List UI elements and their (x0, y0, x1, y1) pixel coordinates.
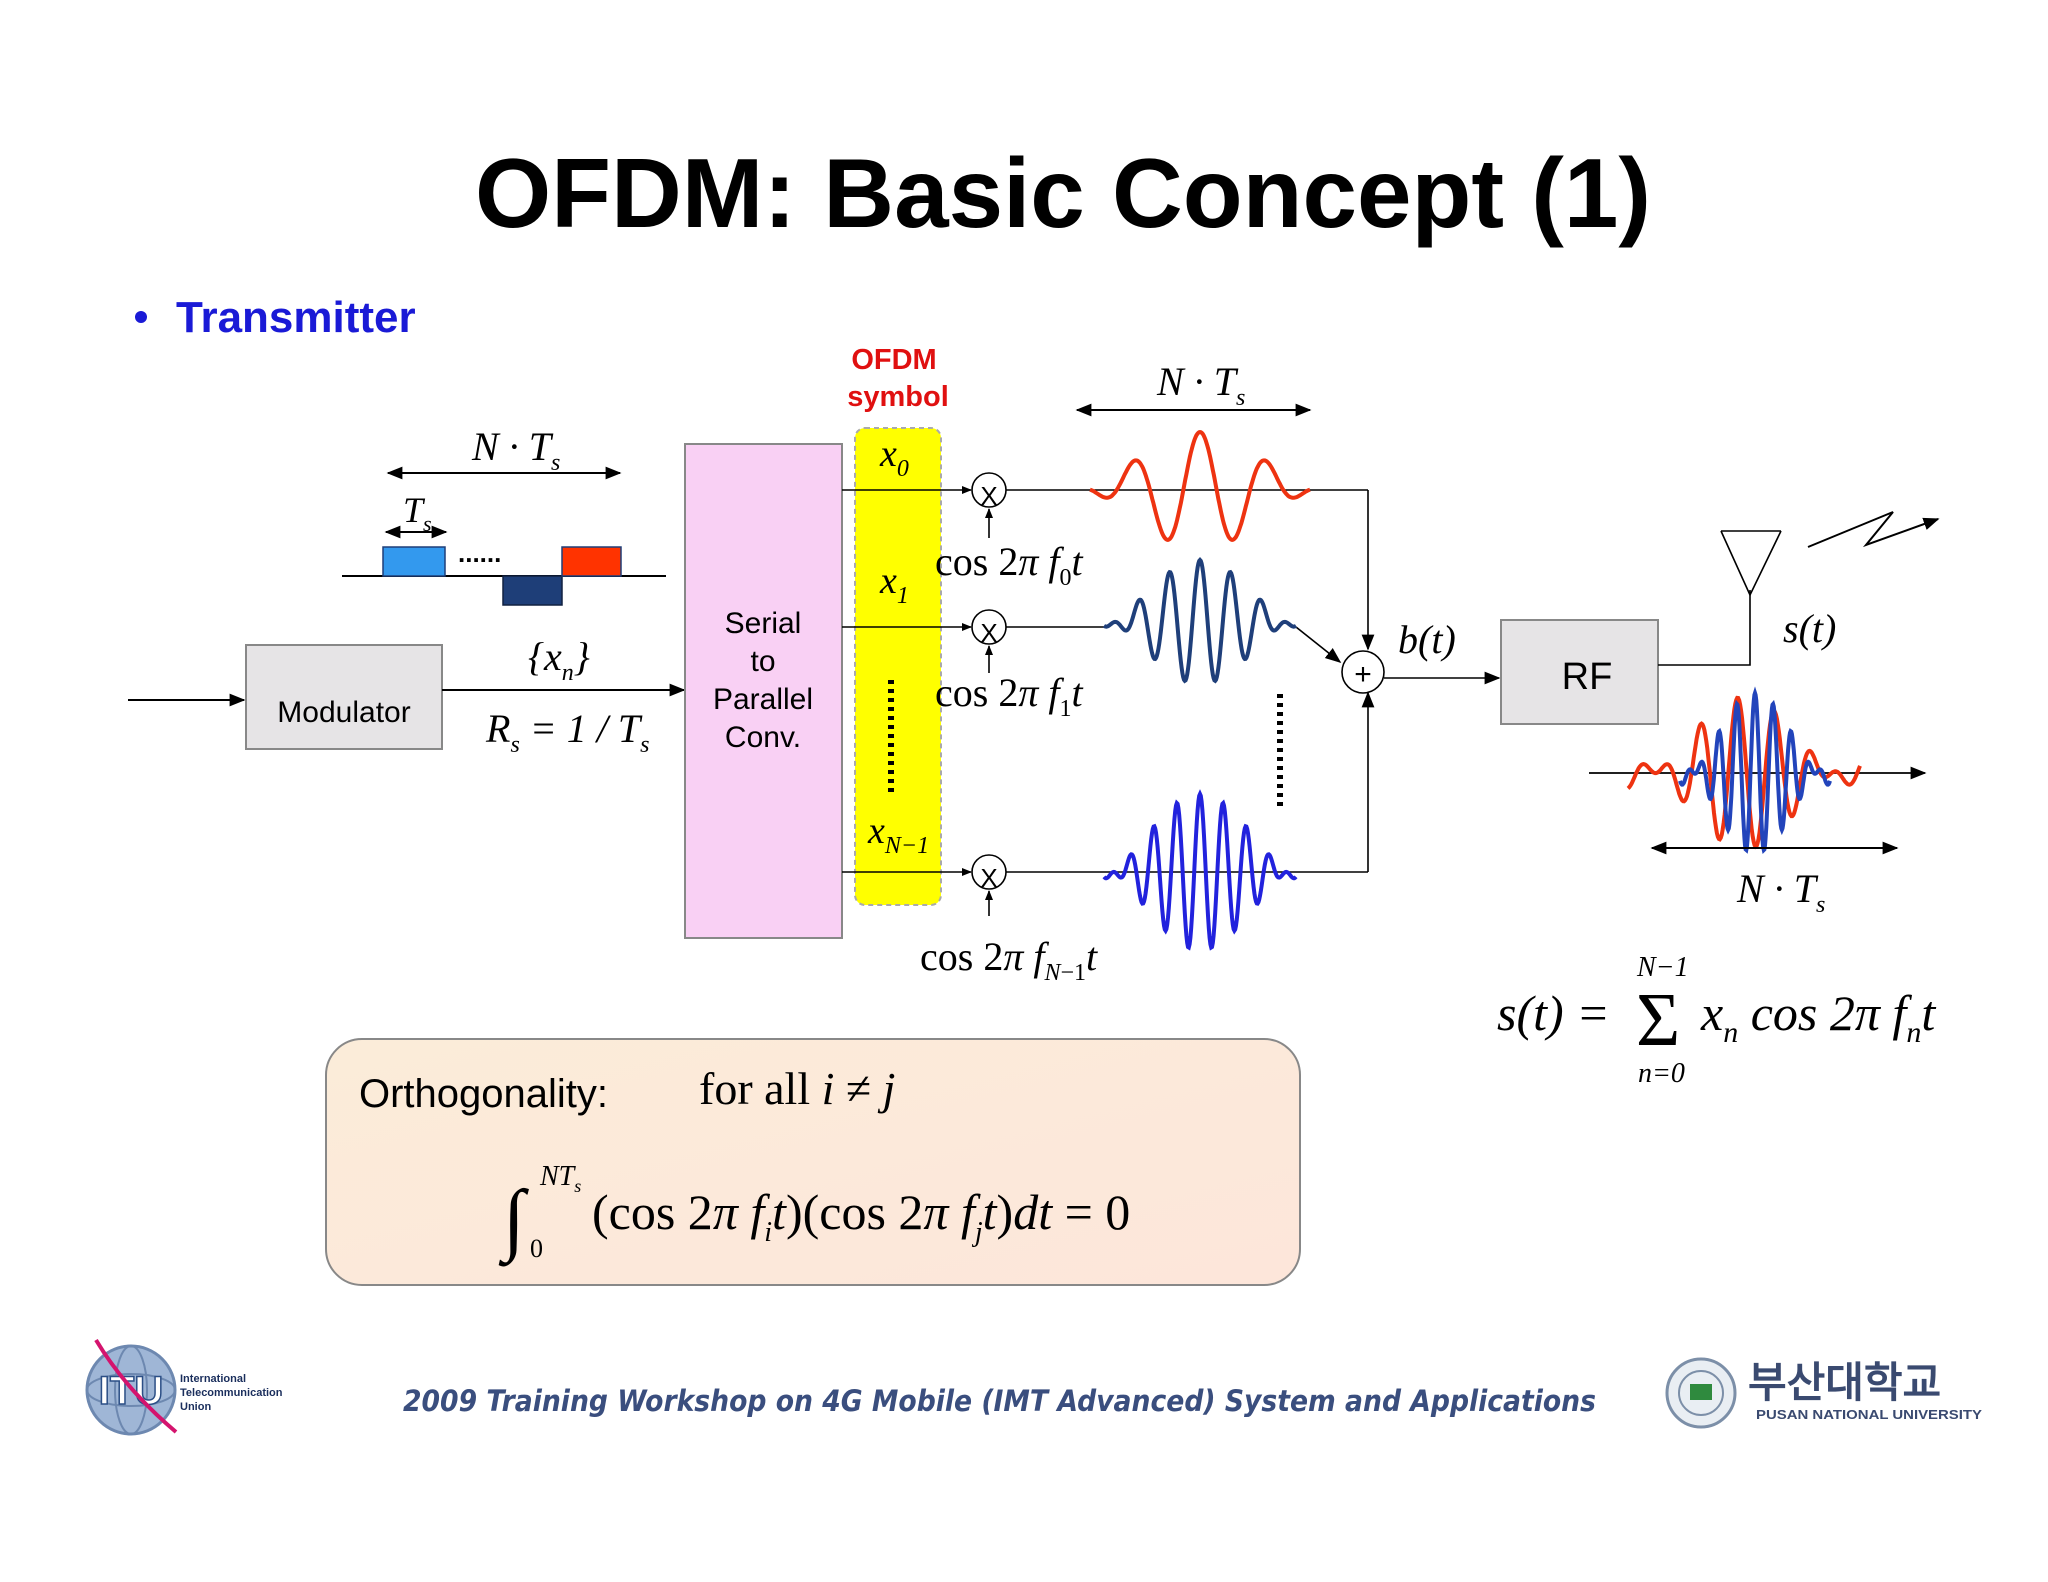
mixer-N-1: X (971, 854, 1007, 916)
symbol-block-navy (502, 575, 563, 606)
branch1-to-adder (1295, 626, 1342, 663)
ofdm-symbol-label-1: OFDM (851, 344, 936, 376)
input-sequence-label: {xn} (528, 634, 590, 686)
subcarrier-duration-indicator: N · Ts (1075, 359, 1312, 417)
svg-text:NTs: NTs (539, 1161, 581, 1196)
symbol-sequence: ...... (342, 538, 666, 606)
sp-label-1: Serial (725, 607, 802, 640)
modulator-block (245, 644, 443, 750)
sp-label-4: Conv. (725, 721, 801, 754)
pnu-english-name: PUSAN NATIONAL UNIVERSITY (1756, 1407, 1982, 1422)
svg-text:Telecommunication: Telecommunication (180, 1387, 283, 1399)
svg-text:N · Ts: N · Ts (1156, 359, 1245, 411)
rf-label: RF (1562, 656, 1613, 698)
svg-text:∫: ∫ (498, 1175, 530, 1267)
svg-text:N · Ts: N · Ts (1736, 866, 1825, 918)
radio-wave-icon (1807, 511, 1940, 548)
symbol-block-red (561, 546, 622, 577)
svg-text:International: International (180, 1373, 246, 1385)
svg-text:+: + (1354, 658, 1372, 691)
svg-text:Σ: Σ (1636, 978, 1680, 1062)
carrier-f0: cos 2π f0t (935, 539, 1083, 591)
svg-text:X: X (980, 618, 997, 648)
orthogonality-condition: for all i ≠ j (699, 1063, 895, 1114)
itu-logo: ITU International Telecommunication Unio… (85, 1338, 283, 1436)
baseband-label: b(t) (1398, 617, 1456, 662)
ofdm-symbol-strip (854, 427, 942, 906)
subcarrier-input-x0: x0 (879, 433, 909, 482)
subcarrier-wave-N-1 (1102, 789, 1298, 951)
sum-equation: s(t) = Σ N−1 n=0 xn cos 2π fnt (1497, 952, 1936, 1089)
svg-text:X: X (980, 863, 997, 893)
pnu-logo: 부산대학교 PUSAN NATIONAL UNIVERSITY (1665, 1357, 1982, 1429)
block-duration-indicator: N · Ts (386, 424, 622, 480)
bullet-transmitter: Transmitter (176, 293, 416, 342)
symbol-period-indicator: Ts (384, 490, 448, 539)
svg-text:s(t) =: s(t) = (1497, 985, 1610, 1041)
sp-label-2: to (750, 645, 775, 678)
orthogonality-box (325, 1038, 1301, 1286)
subcarrier-wave-1 (1102, 556, 1298, 684)
symbol-rate-label: Rs = 1 / Ts (485, 706, 649, 758)
svg-text:X: X (980, 481, 997, 511)
orthogonality-equation: ∫ NTs 0 (cos 2π fit)(cos 2π fjt)dt = 0 (498, 1161, 1130, 1267)
bullet-dot (135, 311, 147, 323)
svg-text:ITU: ITU (99, 1369, 163, 1413)
ofdm-symbol-label-2: symbol (847, 381, 949, 413)
footer-workshop-title: 2009 Training Workshop on 4G Mobile (IMT… (403, 1384, 1596, 1418)
orthogonality-label: Orthogonality: (359, 1072, 608, 1116)
svg-text:0: 0 (530, 1234, 543, 1263)
carrier-f1: cos 2π f1t (935, 670, 1083, 722)
sequence-ellipsis: ...... (458, 538, 501, 568)
svg-text:xn cos 2π fnt: xn cos 2π fnt (1700, 985, 1936, 1049)
svg-text:N−1: N−1 (1636, 952, 1689, 983)
mixer-1: X (971, 609, 1007, 673)
mixer-0: X (971, 472, 1007, 538)
svg-text:n=0: n=0 (1638, 1058, 1685, 1089)
svg-text:Union: Union (180, 1401, 211, 1413)
rf-block (1500, 619, 1659, 725)
pnu-korean-name: 부산대학교 (1748, 1359, 1941, 1406)
page-title: OFDM: Basic Concept (1) (475, 138, 1651, 248)
output-signal-plot: N · Ts (1589, 686, 1927, 918)
svg-text:N · Ts: N · Ts (471, 424, 560, 476)
svg-text:(cos 2π fit)(cos 2π fjt)dt = 0: (cos 2π fit)(cos 2π fjt)dt = 0 (592, 1184, 1130, 1248)
sp-label-3: Parallel (713, 683, 813, 716)
svg-text:Ts: Ts (403, 490, 432, 536)
modulator-label: Modulator (277, 696, 410, 729)
antenna-icon (1658, 530, 1782, 666)
adder: + (1341, 650, 1385, 694)
carrier-fN-1: cos 2π fN−1t (920, 934, 1098, 986)
output-signal-label: s(t) (1783, 606, 1836, 651)
symbol-block-blue (382, 546, 446, 577)
serial-to-parallel-block (684, 443, 843, 939)
subcarrier-wave-0 (1089, 429, 1311, 542)
